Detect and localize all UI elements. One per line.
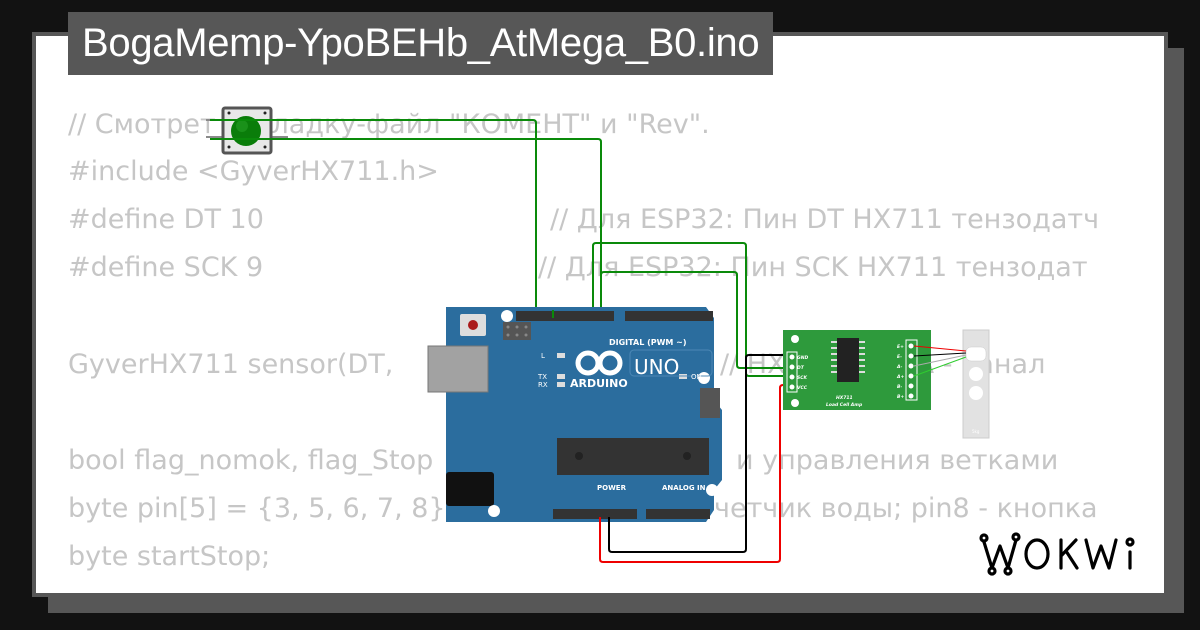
code-line: // Для ESP32: Пин DT HX711 тензодатч — [550, 204, 1100, 235]
code-line: четчик воды; pin8 - кнопка — [714, 493, 1098, 524]
code-line: и управления ветками — [736, 445, 1059, 476]
analog-header — [646, 509, 710, 519]
digital-label: DIGITAL (PWM ~) — [609, 338, 687, 347]
code-line: #define SCK 9 — [68, 252, 264, 283]
hx711-subtitle: Load Cell Amp — [826, 402, 863, 408]
wokwi-logo-icon — [979, 532, 1135, 576]
pin-sck-label: SCK — [797, 375, 808, 381]
power-jack — [446, 472, 494, 506]
hx711-module[interactable]: GND DT SCK VCC E+ E- A- A+ B- B+ HX711 L… — [783, 330, 931, 410]
power-header — [553, 509, 637, 519]
load-cell[interactable]: 5kg — [962, 329, 990, 439]
wire-button[interactable] — [210, 119, 602, 310]
code-line: #include <GyverHX711.h> — [68, 156, 439, 187]
usb-port — [427, 345, 489, 393]
board-model: UNO — [634, 355, 679, 379]
pin-vcc-label: VCC — [797, 385, 808, 391]
board-brand: ARDUINO — [570, 377, 628, 390]
pin-aplus-label: A+ — [896, 374, 904, 380]
led-on-label: ON — [691, 373, 702, 381]
pin-bminus-label: B- — [897, 384, 902, 390]
code-line: byte pin[5] = {3, 5, 6, 7, 8}; — [68, 493, 455, 524]
code-line: bool flag_nomok, flag_Stop — [68, 445, 434, 476]
pushbutton[interactable] — [206, 106, 288, 155]
pin-bplus-label: B+ — [897, 394, 904, 400]
wire-load-cell[interactable] — [913, 345, 967, 377]
power-label: POWER — [597, 484, 627, 492]
led-rx-label: RX — [538, 381, 548, 389]
arduino-uno[interactable]: UNO ARDUINO DIGITAL (PWM ~) POWER ANALOG… — [427, 307, 722, 522]
digital-header-left — [516, 311, 614, 321]
hx711-title: HX711 — [836, 395, 853, 401]
wire-power[interactable] — [599, 354, 790, 563]
pin-eplus-label: E+ — [897, 344, 904, 350]
wokwi-logo — [979, 532, 1135, 576]
load-cell-label: 5kg — [972, 429, 980, 434]
window-title: BogaMemp-YpoBEHb_AtMega_B0.ino — [68, 12, 774, 75]
arduino-logo-icon — [575, 350, 623, 376]
digital-header-right — [625, 311, 713, 321]
code-line: byte startStop; — [68, 541, 271, 572]
code-line: #define DT 10 — [68, 204, 264, 235]
pin-eminus-label: E- — [897, 354, 902, 360]
pin-aminus-label: A- — [896, 364, 902, 370]
led-tx-label: TX — [537, 373, 547, 381]
led-l-label: L — [541, 352, 545, 360]
pin-gnd-label: GND — [797, 355, 808, 361]
pin-dt-label: DT — [797, 365, 805, 371]
analog-label: ANALOG IN — [662, 484, 706, 492]
hx711-chip — [837, 338, 859, 382]
code-line: GyverHX711 sensor(DT, — [68, 349, 394, 380]
